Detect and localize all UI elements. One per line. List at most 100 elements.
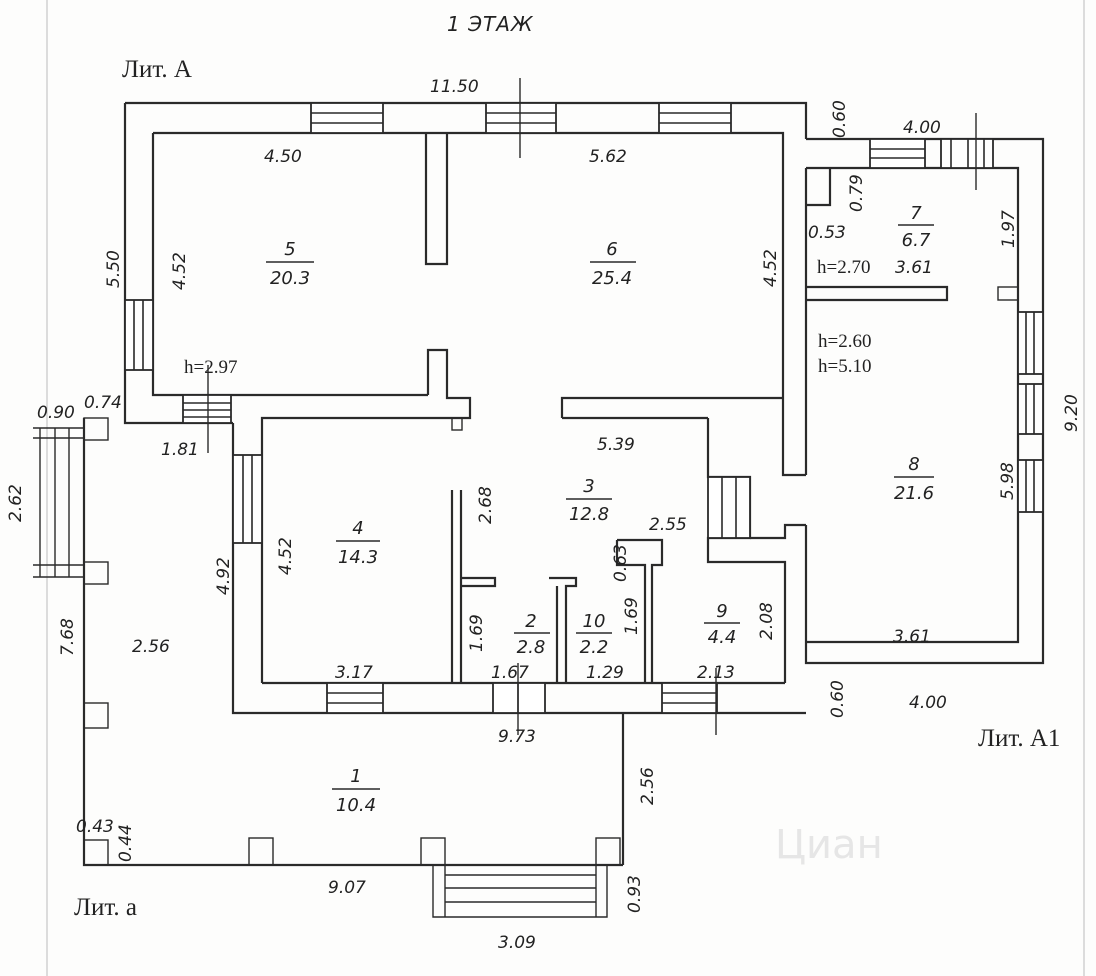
room-area: 2.8 <box>517 637 546 658</box>
room-area: 21.6 <box>894 483 934 504</box>
dimension-labels: 11.50 4.00 4.50 5.62 0.53 3.61 0.90 0.74… <box>6 77 1082 953</box>
height-label: h=2.60 <box>818 331 871 352</box>
window <box>485 102 557 134</box>
dimension-label: 5.62 <box>589 147 627 167</box>
dimension-label: 11.50 <box>430 77 479 97</box>
window <box>326 682 384 714</box>
room-area: 2.2 <box>580 637 609 658</box>
room-area: 20.3 <box>270 268 310 289</box>
dimension-label: 2.62 <box>6 484 26 522</box>
window <box>310 102 384 134</box>
lit-a-small-label: Лит. а <box>74 894 137 921</box>
dimension-label: 3.17 <box>335 663 373 683</box>
height-label: h=2.70 <box>817 257 870 278</box>
room-number: 5 <box>284 239 295 260</box>
room-area: 12.8 <box>569 504 609 525</box>
room-2: 2 2.8 <box>514 611 550 658</box>
dimension-label: 4.00 <box>903 118 941 138</box>
dimension-label: 1.69 <box>622 597 642 635</box>
room-area: 4.4 <box>708 627 737 648</box>
window <box>1017 311 1044 375</box>
dimension-label: 0.93 <box>625 875 645 913</box>
dimension-label: 9.07 <box>328 878 366 898</box>
dimension-label: 0.74 <box>84 393 122 413</box>
window <box>1017 459 1044 513</box>
dimension-label: 4.52 <box>761 249 781 287</box>
dimension-label: 5.50 <box>104 250 124 288</box>
dimension-label: 1.97 <box>999 210 1019 248</box>
dimension-label: 1.29 <box>586 663 624 683</box>
dimension-label: 4.92 <box>214 557 234 595</box>
room-area: 6.7 <box>902 230 931 251</box>
dimension-label: 5.39 <box>597 435 635 455</box>
window <box>658 102 732 134</box>
window <box>232 454 263 544</box>
room-number: 4 <box>352 518 363 539</box>
room-number: 9 <box>716 601 727 622</box>
dimension-label: 0.60 <box>830 100 850 138</box>
room-area: 10.4 <box>336 795 376 816</box>
height-label: h=5.10 <box>818 356 871 377</box>
dimension-label: 1.69 <box>467 614 487 652</box>
room-number: 2 <box>525 611 536 632</box>
room-9: 9 4.4 <box>704 601 740 648</box>
room-area: 14.3 <box>338 547 378 568</box>
window <box>124 299 154 371</box>
room-7: 7 6.7 <box>898 203 934 251</box>
dimension-label: 3.61 <box>893 627 931 647</box>
room-4: 4 14.3 <box>336 518 380 568</box>
dimension-label: 0.43 <box>76 817 114 837</box>
window <box>1017 383 1044 435</box>
window <box>182 394 232 424</box>
room-number: 8 <box>908 454 919 475</box>
room-5: 5 20.3 <box>266 239 314 289</box>
room-number: 7 <box>910 203 922 224</box>
room-number: 10 <box>583 611 606 632</box>
lit-a-label: Лит. А <box>122 56 192 83</box>
dimension-label: 4.52 <box>170 252 190 290</box>
watermark-text: Циан <box>775 822 883 868</box>
dimension-label: 2.08 <box>757 602 777 640</box>
dimension-label: 0.53 <box>808 223 846 243</box>
window <box>940 138 994 169</box>
walls-lit-a-veranda <box>33 417 625 918</box>
room-area: 25.4 <box>592 268 632 289</box>
dimension-label: 2.56 <box>132 637 170 657</box>
window <box>707 476 751 539</box>
dimension-label: 4.52 <box>276 537 296 575</box>
dimension-label: 7.68 <box>58 618 78 656</box>
window <box>661 682 718 714</box>
room-1: 1 10.4 <box>332 766 380 816</box>
lit-a1-label: Лит. А1 <box>978 725 1060 752</box>
room-3: 3 12.8 <box>566 476 612 525</box>
dimension-label: 5.98 <box>998 462 1018 500</box>
room-number: 6 <box>606 239 617 260</box>
section-marks <box>207 78 977 735</box>
room-6: 6 25.4 <box>590 239 636 289</box>
dimension-label: 0.60 <box>828 680 848 718</box>
dimension-label: 0.44 <box>116 824 136 862</box>
dimension-label: 2.13 <box>697 663 735 683</box>
dimension-label: 2.55 <box>649 515 687 535</box>
dimension-label: 2.56 <box>638 767 658 805</box>
dimension-label: 0.63 <box>611 544 631 582</box>
dimension-label: 3.09 <box>498 933 536 953</box>
dimension-label: 1.81 <box>161 440 199 460</box>
window <box>869 138 926 169</box>
height-label: h=2.97 <box>184 357 237 378</box>
room-8: 8 21.6 <box>894 454 934 504</box>
window <box>492 682 546 714</box>
room-number: 1 <box>350 766 361 787</box>
dimension-label: 0.79 <box>847 174 867 212</box>
floor-title: 1 ЭТАЖ <box>447 12 534 36</box>
dimension-label: 0.90 <box>37 403 75 423</box>
dimension-label: 4.50 <box>264 147 302 167</box>
dimension-label: 9.20 <box>1062 394 1082 432</box>
dimension-label: 9.73 <box>498 727 536 747</box>
windows <box>124 102 1044 714</box>
dimension-label: 4.00 <box>909 693 947 713</box>
room-number: 3 <box>583 476 594 497</box>
dimension-label: 1.67 <box>491 663 529 683</box>
dimension-label: 3.61 <box>895 258 933 278</box>
